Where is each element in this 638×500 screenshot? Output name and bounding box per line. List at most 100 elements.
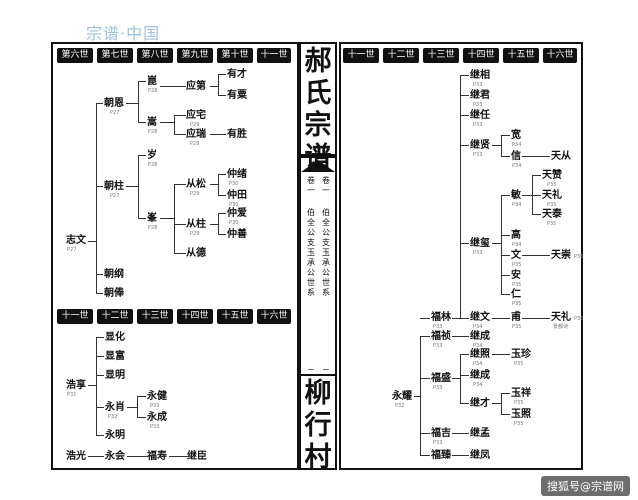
page-ref: P34 [512,163,522,169]
tree-connector-line [492,403,501,404]
tree-connector-line [452,455,469,456]
tree-connector-line [522,195,532,196]
person-name: 仁 [511,289,521,300]
page-ref: P33 [473,152,483,158]
tree-connector-line [501,275,510,276]
page-ref: P33 [433,440,443,446]
page-ref: P33 [150,403,160,409]
watermark-bottom: 搜狐号@宗谱网 [541,476,630,496]
tree-connector-line [460,75,461,319]
person-name: 继照 [470,349,490,360]
spine-volume-box: 卷一 卷一 伯全公支玉承公世系 伯全公支玉承公世系 二十一 二十二 [299,156,337,410]
person-name: 仲爱 [227,208,247,219]
tree-connector-line [420,433,430,434]
generation-header: 十四世 [177,309,213,324]
tree-connector-line [492,354,510,355]
generation-header: 十一世 [57,309,93,324]
page-ref: P33 [433,385,443,391]
tree-connector-line [218,213,219,235]
person-name: 朝恩 [104,98,124,109]
tree-connector-line [218,74,226,75]
generation-header: 十三世 [423,48,459,63]
tree-connector-line [218,195,226,196]
person-name: 天从 [551,151,571,162]
tree-connector-line [210,134,226,135]
person-name: 有才 [227,69,247,80]
person-name: 峯 [147,213,157,224]
tree-connector-line [137,396,146,397]
generation-header: 第七世 [97,48,133,63]
tree-connector-line [460,115,469,116]
page-ref: P35 [512,324,522,330]
tree-connector-line [452,318,460,319]
tree-connector-line [210,184,218,185]
page-ref: P30 [229,220,239,226]
person-name: 继成 [470,331,490,342]
volume-left: 卷一 [307,176,315,195]
person-name: 福林 [431,312,451,323]
person-name: 永会 [105,451,125,462]
person-name: 朝柱 [104,181,124,192]
tree-connector-line [174,134,186,135]
page-ref: P33 [433,343,443,349]
person-name: 继凤 [470,450,490,461]
person-name: 从松 [186,179,206,190]
tree-connector-line [460,403,469,404]
page-ref: P36 [574,316,584,322]
person-name: 福臻 [431,450,451,461]
tree-connector-line [137,396,138,418]
right-page-frame [339,42,583,470]
tree-connector-line [137,417,146,418]
page-ref: P32 [108,414,118,420]
person-name: 高 [511,230,521,241]
person-name: 继孟 [470,428,490,439]
person-name: 有粟 [227,90,247,101]
tree-connector-line [96,356,104,357]
tree-connector-line [460,95,469,96]
page-ref: P35 [512,262,522,268]
tree-connector-line [174,184,175,254]
person-name: 天礼 [551,312,571,323]
page-ref: P30 [229,181,239,187]
tree-connector-line [174,253,186,254]
person-name: 显富 [105,351,125,362]
person-name: 天崇 [551,250,571,261]
page-ref: P35 [512,282,522,288]
person-name: 崑 [147,76,157,87]
tree-connector-line [460,354,461,404]
page-ref: P28 [148,88,158,94]
tree-connector-line [160,86,186,87]
page-ref: P34 [473,324,483,330]
page-ref: P34 [473,343,483,349]
tree-connector-line [460,354,469,355]
tree-connector-line [174,184,186,185]
tree-connector-line [96,337,104,338]
person-name: 福寿 [147,451,167,462]
page-ref: P33 [473,122,483,128]
tree-connector-line [420,336,430,337]
tree-connector-line [218,213,226,214]
tree-connector-line [174,224,186,225]
page-ref: P33 [150,424,160,430]
right-header-row: 十一世 十二世 十三世 十四世 十五世 十六世 [343,48,579,64]
tree-connector-line [96,274,103,275]
person-name: 朝纲 [104,269,124,280]
person-name: 玉珍 [511,349,531,360]
person-name: 从德 [186,248,206,259]
tree-connector-line [218,174,219,196]
tree-connector-line [452,336,469,337]
tree-connector-line [460,375,469,376]
person-name: 敏 [511,190,521,201]
lineage-text-right: 伯全公支玉承公世系 [322,208,330,297]
page-ref: P35 [514,361,524,367]
person-name: 永健 [147,391,167,402]
person-name: 继成 [470,370,490,381]
page-ref: P27 [110,110,120,116]
tree-connector-line [460,75,469,76]
person-name: 玉祥 [511,388,531,399]
person-name: 永耀 [392,391,412,402]
person-name: 福祯 [431,331,451,342]
tree-connector-line [492,318,510,319]
person-name: 宽 [511,130,521,141]
person-name: 应第 [186,81,206,92]
